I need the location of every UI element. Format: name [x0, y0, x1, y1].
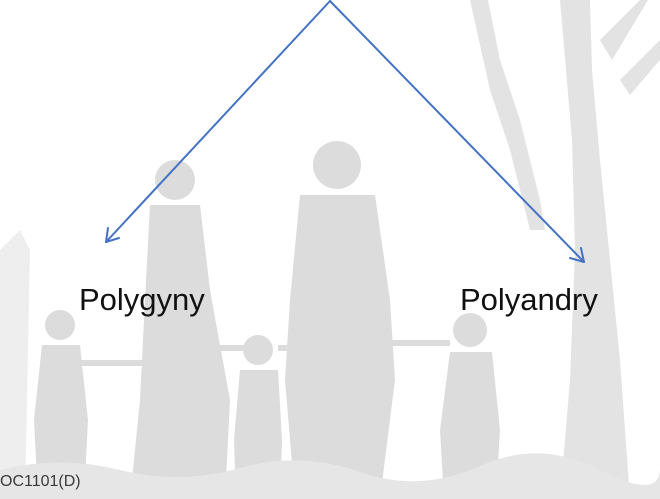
- course-code: OC1101(D): [0, 473, 81, 490]
- arrow-to-right-branch: [329, 0, 585, 263]
- arrowhead-right: [569, 247, 585, 263]
- arrowhead-left: [105, 227, 120, 243]
- branch-label-right: Polyandry: [460, 282, 598, 317]
- branch-label-left: Polygyny: [79, 282, 205, 317]
- arrow-to-left-branch: [105, 0, 331, 243]
